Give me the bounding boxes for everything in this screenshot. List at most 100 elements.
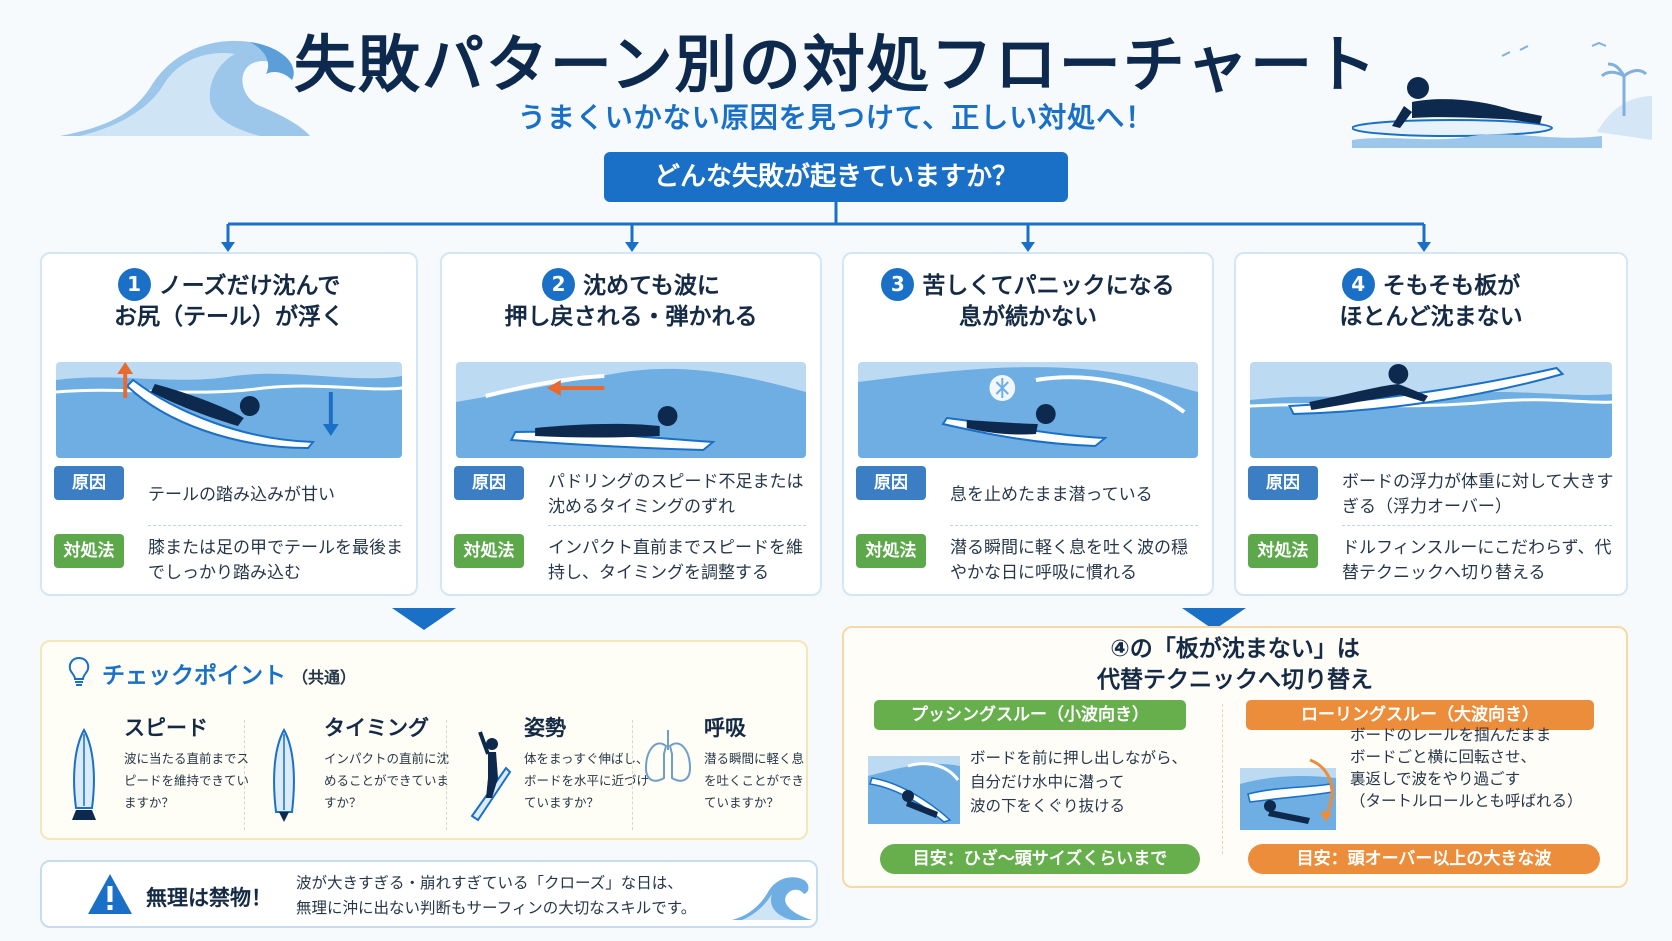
checkpoint-item-body: 潜る瞬間に軽く息を吐くことができていますか？	[704, 751, 805, 810]
fix-tag: 対処法	[454, 534, 524, 568]
alternative-technique-panel: ④の「板が沈まない」は 代替テクニックへ切り替え プッシングスルー（小波向き） …	[842, 626, 1628, 888]
card-heading: 4 そもそも板が ほとんど沈まない	[1236, 268, 1626, 333]
warning-body: 波が大きすぎる・崩れすぎている「クローズ」な日は、 無理に沖に出ない判断もサーフ…	[296, 871, 696, 921]
warning-panel: 無理は禁物！ 波が大きすぎる・崩れすぎている「クローズ」な日は、 無理に沖に出な…	[40, 860, 818, 928]
card-heading: 2 沈めても波に 押し戻される・弾かれる	[442, 268, 820, 333]
cause-text: 息を止めたまま潜っている	[950, 484, 1153, 505]
checkpoint-title: チェックポイント （共通）	[102, 656, 356, 690]
checkpoint-item-title: 呼吸	[704, 716, 746, 740]
card-title-line2: ほとんど沈まない	[1339, 304, 1523, 330]
checkpoint-item-title: 姿勢	[524, 716, 566, 740]
pushing-line1: ボードを前に押し出しながら、	[970, 749, 1188, 767]
warning-title: 無理は禁物！	[146, 886, 272, 910]
checkpoint-item-body: 波に当たる直前までスピードを維持できていますか？	[124, 751, 250, 810]
flow-connector	[221, 202, 1431, 252]
nose-dive-illustration	[56, 362, 402, 458]
card-divider	[950, 525, 1198, 526]
fix-text: 潜る瞬間に軽く息を吐く波の穏やかな日に呼吸に慣れる	[950, 538, 1188, 583]
small-wave-icon	[732, 877, 812, 920]
checkpoint-item-body: インパクトの直前に沈めることができていますか？	[324, 751, 450, 810]
rolling-line3: 裏返しで波をやり過ごす	[1350, 770, 1521, 788]
rolling-through-guide: 目安：頭オーバー以上の大きな波	[1248, 844, 1600, 874]
checkpoint-note: （共通）	[292, 668, 357, 687]
posture-figure-icon	[470, 731, 512, 822]
fix-text: 膝または足の甲でテールを最後までしっかり踏み込む	[148, 538, 403, 583]
pushed-back-illustration	[456, 362, 806, 458]
card-divider	[548, 525, 806, 526]
checkpoint-item-body: 体をまっすぐ伸ばし、ボードを水平に近づけていますか？	[524, 751, 650, 810]
pushing-line2: 自分だけ水中に潜って	[970, 773, 1125, 791]
cause-tag: 原因	[856, 466, 926, 500]
down-arrow-alternative	[1182, 608, 1246, 630]
question-box: どんな失敗が起きていますか？	[604, 152, 1068, 202]
checkpoint-timing: タイミング インパクトの直前に沈めることができていますか？	[256, 712, 449, 830]
cause-text: テールの踏み込みが甘い	[148, 484, 335, 505]
fix-text: インパクト直前までスピードを維持し、タイミングを調整する	[548, 538, 803, 583]
checkpoint-separator	[244, 720, 245, 830]
page-subtitle: うまくいかない原因を見つけて、正しい対処へ！	[517, 101, 1155, 134]
cause-text: パドリングのスピード不足または沈めるタイミングのずれ	[548, 472, 804, 517]
card-title-line2: 押し戻される・弾かれる	[504, 304, 758, 330]
rolling-through-illustration	[1240, 758, 1336, 830]
floating-board-illustration	[1250, 362, 1612, 458]
failure-card-2: 2 沈めても波に 押し戻される・弾かれる 原因 パドリングのスピード不足または沈め…	[440, 252, 822, 596]
pushing-through-description: ボードを前に押し出しながら、 自分だけ水中に潜って 波の下をくぐり抜ける	[970, 746, 1187, 818]
card-divider	[1342, 525, 1612, 526]
down-arrow-checkpoint	[392, 608, 456, 630]
warning-line1: 波が大きすぎる・崩れすぎている「クローズ」な日は、	[296, 874, 683, 892]
card-heading: 1 ノーズだけ沈んで お尻（テール）が浮く	[42, 268, 416, 333]
wave-illustration	[60, 40, 310, 137]
checkpoint-breathing: 呼吸 潜る瞬間に軽く息を吐くことができていますか？	[632, 712, 808, 830]
rolling-line2: ボードごと横に回転させ、	[1350, 748, 1537, 766]
card-divider	[148, 525, 402, 526]
rolling-through-description: ボードのレールを掴んだまま ボードごと横に回転させ、 裏返しで波をやり過ごす （…	[1350, 724, 1583, 812]
card-number: 1	[117, 268, 151, 301]
cause-tag: 原因	[454, 466, 524, 500]
alternative-separator	[1222, 704, 1223, 854]
surfboard-icon	[72, 728, 96, 820]
page-title: 失敗パターン別の対処フローチャート	[293, 28, 1379, 101]
card-heading: 3 苦しくてパニックになる 息が続かない	[844, 268, 1212, 333]
card-title-line1: 苦しくてパニックになる	[922, 273, 1175, 299]
card-title-line1: そもそも板が	[1382, 273, 1521, 299]
checkpoint-item-title: タイミング	[324, 716, 429, 740]
warning-icon	[88, 874, 132, 914]
checkpoint-posture: 姿勢 体をまっすぐ伸ばし、ボードを水平に近づけていますか？	[456, 712, 649, 830]
pushing-through-label: プッシングスルー（小波向き）	[874, 700, 1186, 730]
fix-tag: 対処法	[856, 534, 926, 568]
cause-tag: 原因	[1248, 466, 1318, 500]
alternative-title-line1: ④の「板が沈まない」は	[1110, 636, 1360, 662]
pushing-through-guide: 目安：ひざ〜頭サイズくらいまで	[880, 844, 1200, 874]
warning-line2: 無理に沖に出ない判断もサーフィンの大切なスキルです。	[296, 899, 697, 917]
checkpoint-separator	[632, 720, 633, 830]
card-number: 4	[1341, 268, 1375, 301]
alternative-title: ④の「板が沈まない」は 代替テクニックへ切り替え	[844, 634, 1626, 696]
checkpoint-separator	[446, 720, 447, 830]
rolling-line4: （タートルロールとも呼ばれる）	[1350, 792, 1583, 810]
lungs-icon	[644, 730, 692, 782]
cause-text: ボードの浮力が体重に対して大きすぎる（浮力オーバー）	[1342, 472, 1614, 517]
rolling-through-label: ローリングスルー（大波向き）	[1246, 700, 1594, 730]
surfboard-fin-icon	[273, 728, 295, 822]
checkpoint-item-title: スピード	[124, 716, 208, 740]
card-title-line2: お尻（テール）が浮く	[114, 304, 344, 330]
checkpoint-speed: スピード 波に当たる直前までスピードを維持できていますか？	[56, 712, 249, 830]
fix-tag: 対処法	[54, 534, 124, 568]
pushing-line3: 波の下をくぐり抜ける	[970, 797, 1126, 815]
cause-tag: 原因	[54, 466, 124, 500]
card-title-line2: 息が続かない	[959, 304, 1097, 330]
fix-tag: 対処法	[1248, 534, 1318, 568]
surfer-illustration	[1352, 41, 1652, 148]
card-title-line1: 沈めても波に	[583, 273, 720, 299]
rolling-line1: ボードのレールを掴んだまま	[1350, 726, 1552, 744]
pushing-through-illustration	[868, 756, 960, 824]
checkpoint-panel: チェックポイント （共通） スピード 波に当たる直前までスピードを維持できています…	[40, 640, 808, 840]
fix-text: ドルフィンスルーにこだわらず、代替テクニックへ切り替える	[1342, 538, 1612, 583]
panic-illustration	[858, 362, 1198, 458]
card-number: 3	[881, 268, 915, 301]
card-number: 2	[542, 268, 576, 301]
card-title-line1: ノーズだけ沈んで	[158, 273, 341, 299]
checkpoint-title-text: チェックポイント	[102, 663, 286, 689]
